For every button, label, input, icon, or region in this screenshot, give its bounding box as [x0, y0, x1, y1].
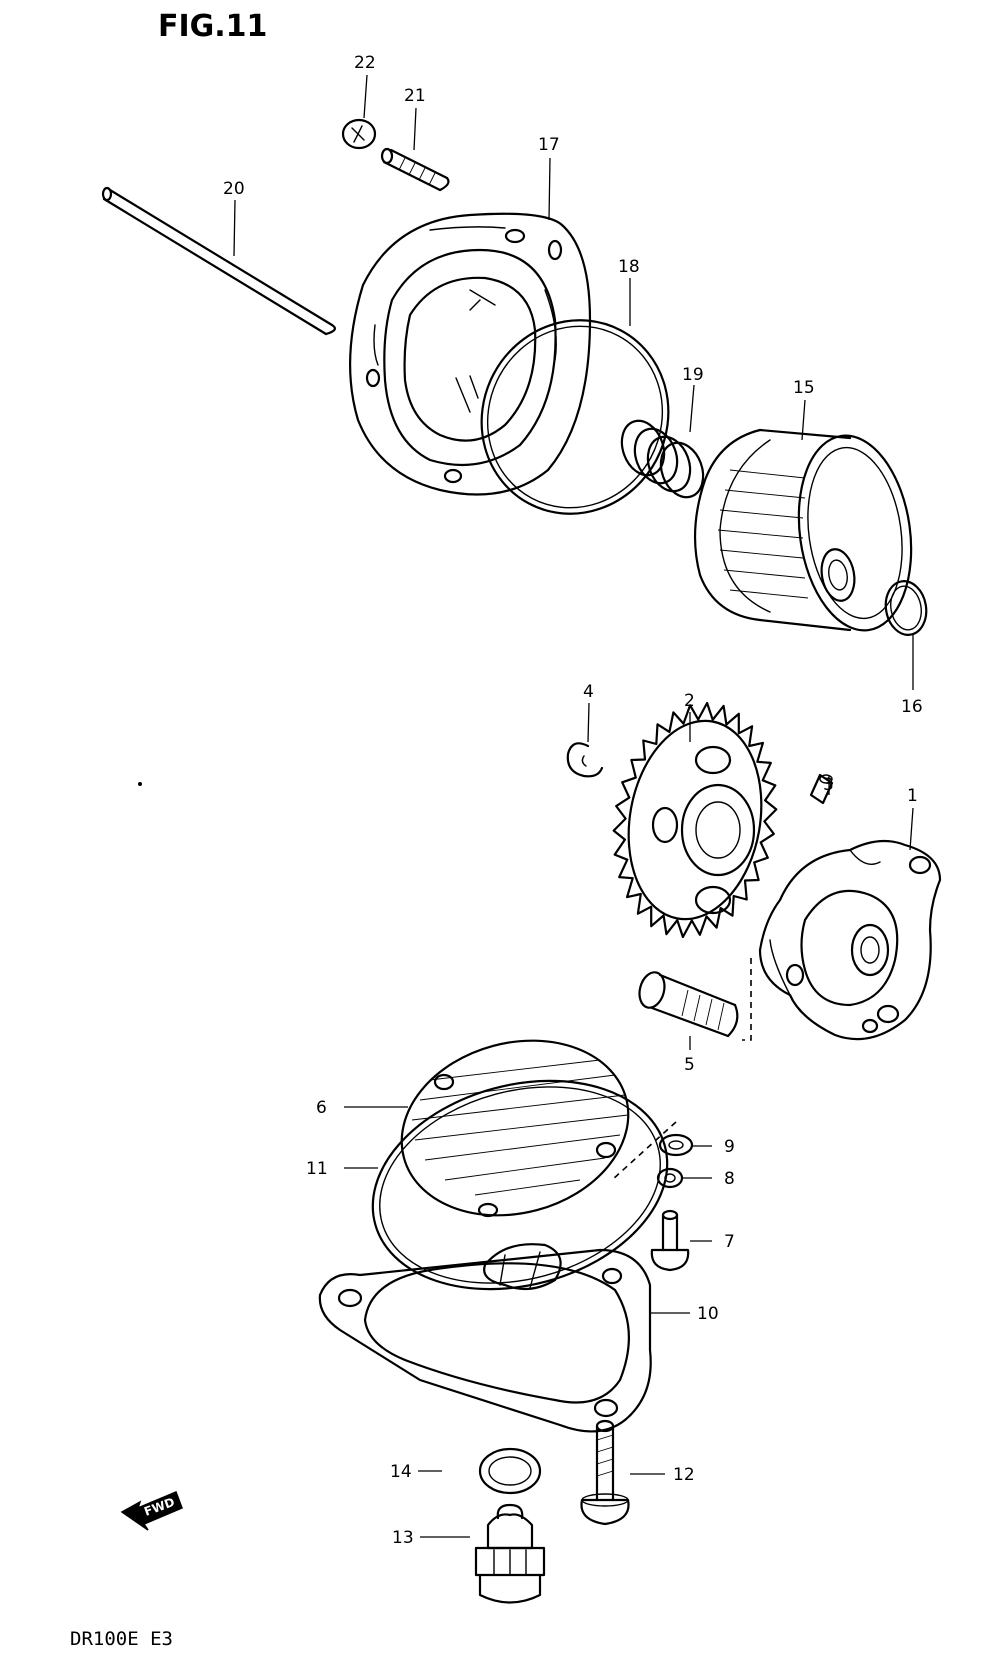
part-7-screw[interactable] [650, 1209, 690, 1272]
label-part-19: 19 [682, 365, 704, 385]
label-part-18: 18 [618, 257, 640, 277]
part-3-pin[interactable] [809, 773, 834, 805]
part-12-bolt[interactable] [580, 1419, 630, 1526]
alignment-line [742, 958, 752, 1041]
part-11-gasket[interactable] [349, 1050, 691, 1321]
label-part-17: 17 [538, 135, 560, 155]
part-8-lock-washer[interactable] [656, 1167, 684, 1189]
label-part-21: 21 [404, 86, 426, 106]
part-19-spring[interactable] [615, 415, 711, 503]
screw-axis-line [611, 1121, 677, 1181]
part-6-oil-screen[interactable] [382, 1016, 648, 1240]
part-15-oil-filter[interactable] [693, 428, 923, 637]
label-part-7: 7 [724, 1232, 735, 1252]
part-22-nut[interactable] [341, 118, 377, 150]
part-17-filter-cover[interactable] [349, 212, 592, 496]
part-4-circlip[interactable] [566, 742, 604, 778]
stray-mark [138, 782, 142, 786]
label-part-8: 8 [724, 1169, 735, 1189]
label-part-2: 2 [684, 691, 695, 711]
part-21-stud[interactable] [380, 147, 450, 192]
part-9-washer[interactable] [658, 1133, 694, 1157]
label-part-22: 22 [354, 53, 376, 73]
part-5-bolt[interactable] [636, 970, 739, 1038]
label-part-11: 11 [306, 1159, 328, 1179]
part-14-sealing-washer[interactable] [478, 1447, 542, 1495]
figure-title: FIG.11 [158, 9, 267, 44]
part-16-o-ring[interactable] [882, 578, 931, 638]
label-part-12: 12 [673, 1465, 695, 1485]
label-part-10: 10 [697, 1304, 719, 1324]
part-1-oil-pump[interactable] [758, 839, 942, 1041]
label-part-1: 1 [907, 786, 918, 806]
label-part-6: 6 [316, 1098, 327, 1118]
label-part-20: 20 [223, 179, 245, 199]
part-number-labels: 22 21 20 17 18 19 15 16 4 2 3 1 5 6 11 9… [223, 53, 923, 1548]
label-part-3: 3 [823, 775, 834, 795]
leader-lines [233, 74, 914, 1538]
label-part-5: 5 [684, 1055, 695, 1075]
label-part-13: 13 [392, 1528, 414, 1548]
fwd-arrow-icon: FWD [120, 1491, 183, 1531]
label-part-15: 15 [793, 378, 815, 398]
part-2-pump-gear[interactable] [612, 701, 778, 939]
label-part-14: 14 [390, 1462, 412, 1482]
model-code: DR100E E3 [70, 1628, 173, 1650]
label-part-9: 9 [724, 1137, 735, 1157]
part-18-o-ring[interactable] [448, 287, 702, 546]
label-part-4: 4 [583, 682, 594, 702]
part-13-drain-plug[interactable] [474, 1503, 546, 1604]
part-20-shaft[interactable] [101, 186, 336, 336]
part-10-strainer-cover[interactable] [318, 1243, 652, 1433]
label-part-16: 16 [901, 697, 923, 717]
